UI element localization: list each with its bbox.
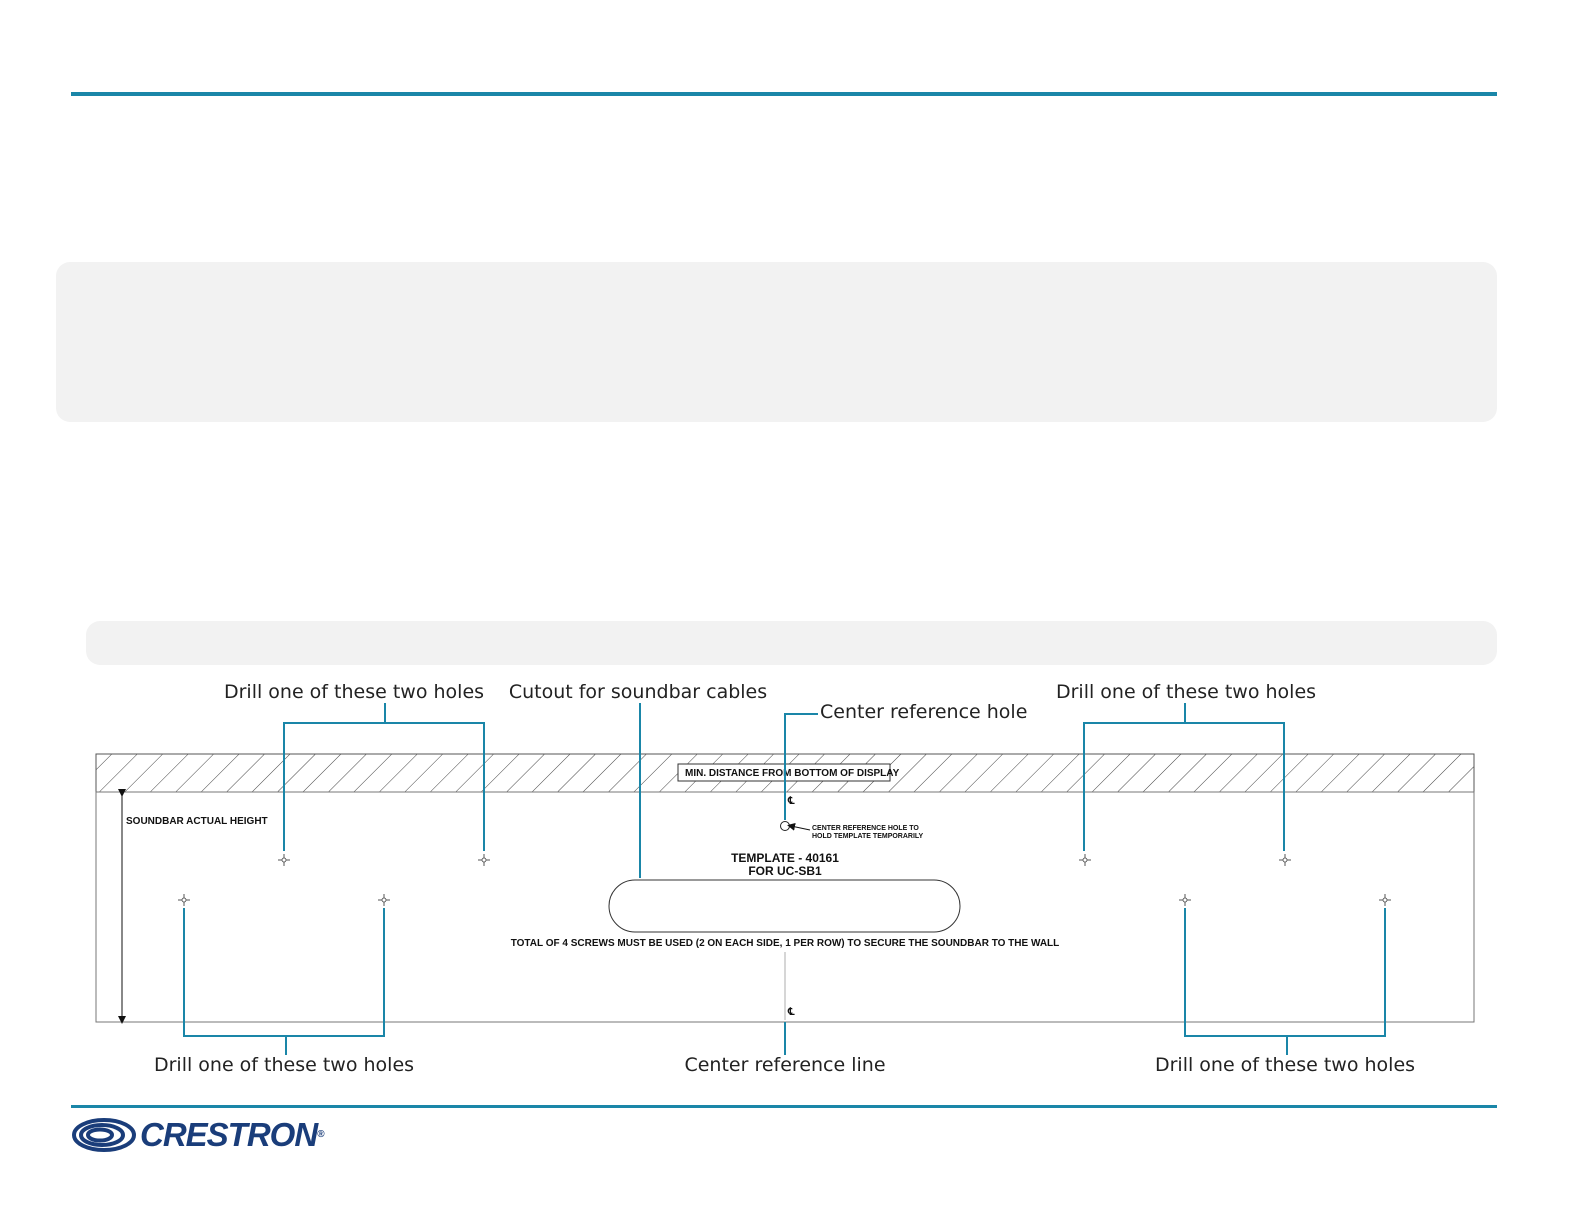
callout-center-reference-hole: Center reference hole (820, 701, 1027, 723)
screw-note: TOTAL OF 4 SCREWS MUST BE USED (2 ON EAC… (511, 938, 1060, 949)
cl-symbol-top: ℄ (787, 796, 795, 807)
drill-hole (1279, 854, 1291, 866)
brand-wordmark: CRESTRON® (140, 1116, 325, 1153)
leader-top-left (283, 703, 485, 851)
swirl-logo-icon (72, 1118, 136, 1152)
center-hole-arrow (787, 822, 811, 831)
callout-drill-bottom-right: Drill one of these two holes (1155, 1054, 1415, 1076)
crestron-logo: CRESTRON® (72, 1115, 372, 1157)
leader-bottom-left (183, 908, 385, 1055)
template-title-1: TEMPLATE - 40161 (731, 851, 839, 865)
header-rule (71, 92, 1497, 96)
callout-leaders (183, 703, 1386, 1055)
drill-hole (478, 854, 490, 866)
leader-top-right (1083, 703, 1285, 851)
callout-cable-cutout: Cutout for soundbar cables (509, 681, 767, 703)
callout-drill-top-right: Drill one of these two holes (1056, 681, 1316, 703)
drill-hole (1379, 894, 1391, 906)
drill-holes-upper-row (278, 854, 1291, 866)
center-reference-hole (780, 821, 790, 831)
drill-hole (178, 894, 190, 906)
cable-cutout (608, 879, 961, 933)
drill-hole (378, 894, 390, 906)
drill-hole (1179, 894, 1191, 906)
center-hole-note-2: HOLD TEMPLATE TEMPORARILY (812, 833, 924, 840)
footer-rule (71, 1105, 1497, 1108)
drill-holes-lower-row (178, 894, 1391, 906)
min-distance-label: MIN. DISTANCE FROM BOTTOM OF DISPLAY (685, 768, 900, 779)
callout-drill-top-left: Drill one of these two holes (224, 681, 484, 703)
center-hole-note-1: CENTER REFERENCE HOLE TO (812, 825, 919, 832)
callout-center-reference-line: Center reference line (684, 1054, 885, 1076)
soundbar-height-label: SOUNDBAR ACTUAL HEIGHT (126, 816, 268, 827)
leader-center-hole (784, 713, 818, 820)
template-title-2: FOR UC-SB1 (748, 864, 822, 878)
leader-bottom-right (1184, 908, 1386, 1055)
drill-hole (1079, 854, 1091, 866)
drill-hole (278, 854, 290, 866)
cl-symbol-bottom: ℄ (787, 1007, 795, 1018)
content-panel (56, 262, 1497, 422)
callout-drill-bottom-left: Drill one of these two holes (154, 1054, 414, 1076)
caption-panel (86, 621, 1497, 665)
